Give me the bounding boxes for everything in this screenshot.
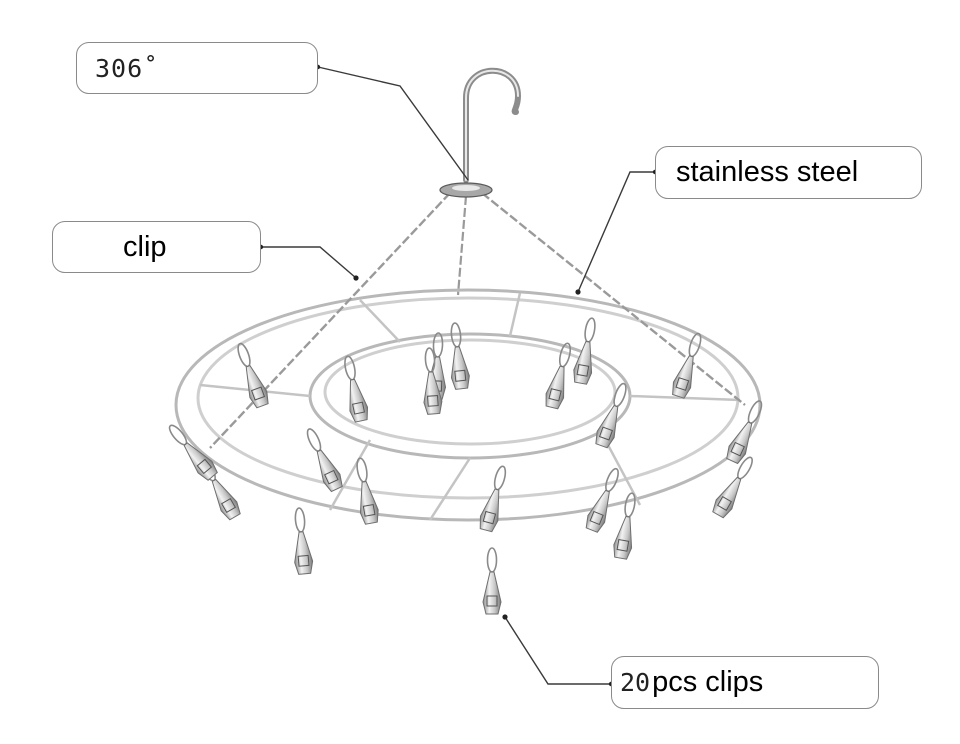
- clip-label: clip: [123, 230, 167, 263]
- clip-12: [582, 464, 626, 535]
- clip-callout: clip: [52, 221, 261, 273]
- clip-16: [289, 506, 315, 576]
- clip-11: [610, 490, 642, 561]
- clip-9: [723, 396, 770, 466]
- clip-4: [444, 321, 472, 391]
- clip-14: [482, 547, 502, 615]
- angle-label: 306˚: [95, 53, 160, 83]
- angle-callout: 306˚: [76, 42, 318, 94]
- leader-lines: [261, 66, 655, 685]
- count-number: 20: [620, 668, 651, 697]
- material-callout: stainless steel: [655, 146, 922, 199]
- hook: [439, 67, 522, 198]
- support-chains: [209, 192, 746, 449]
- material-label: stainless steel: [676, 156, 859, 188]
- count-callout: 20 pcs clips: [611, 656, 879, 709]
- clip-2: [337, 353, 371, 424]
- clip-1: [230, 339, 272, 410]
- count-label: pcs clips: [652, 666, 764, 698]
